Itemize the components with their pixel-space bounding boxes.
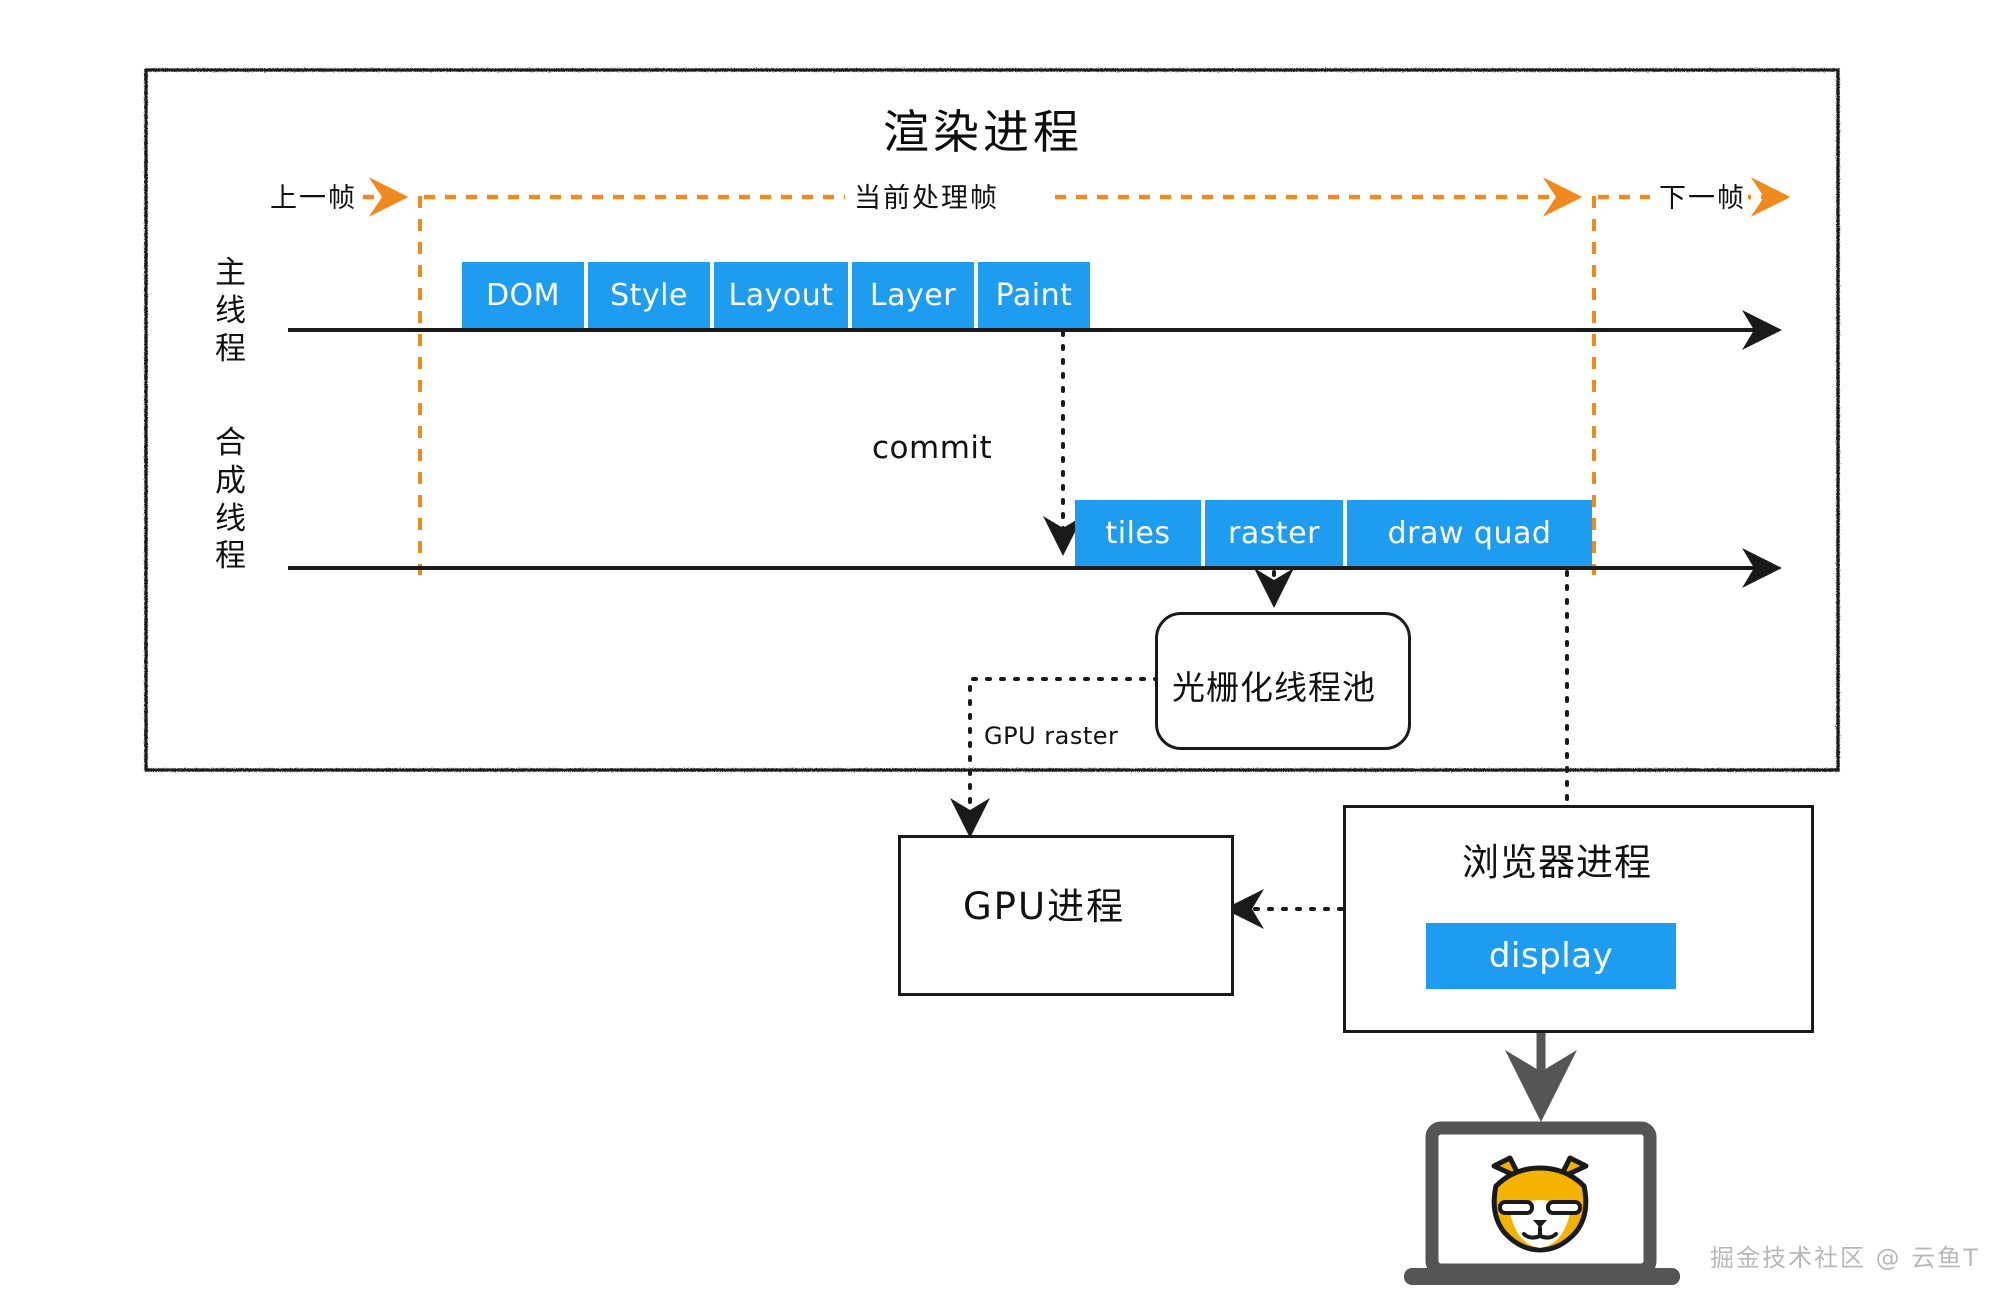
display-node[interactable]: display: [1426, 923, 1676, 989]
pipeline-step-dom[interactable]: DOM: [462, 262, 584, 328]
compositor-step-label: draw quad: [1387, 515, 1552, 551]
watermark: 掘金技术社区 @ 云鱼T: [1710, 1244, 1980, 1272]
display-label: display: [1488, 936, 1614, 976]
gpu-process-node[interactable]: GPU进程: [898, 835, 1234, 996]
render-process-frame: [144, 68, 1840, 772]
compositor-step-tiles[interactable]: tiles: [1075, 500, 1201, 566]
gpu-raster-connector: [950, 677, 1160, 838]
prev-frame-label: 上一帧: [268, 176, 359, 215]
browser-process-node[interactable]: 浏览器进程 display: [1343, 805, 1814, 1033]
browser-process-label: 浏览器进程: [1462, 841, 1652, 884]
current-frame-label: 当前处理帧: [852, 176, 1001, 215]
doge-face-icon: [1491, 1155, 1589, 1253]
gpu-process-label: GPU进程: [963, 885, 1126, 928]
laptop-icon: [1404, 1121, 1680, 1285]
pipeline-step-style[interactable]: Style: [588, 262, 710, 328]
pipeline-step-label: Paint: [995, 277, 1073, 313]
pipeline-step-label: Layer: [869, 277, 957, 313]
frame-boundary-lines: [418, 196, 1596, 575]
gpu-raster-label: GPU raster: [984, 722, 1119, 750]
compositor-step-raster[interactable]: raster: [1205, 500, 1343, 566]
pipeline-step-label: Layout: [728, 277, 834, 313]
pipeline-step-layer[interactable]: Layer: [852, 262, 974, 328]
compositor-step-label: raster: [1228, 515, 1320, 551]
pipeline-step-layout[interactable]: Layout: [714, 262, 848, 328]
main-thread-label: 主线程: [215, 255, 247, 367]
rasterization-thread-pool-node[interactable]: 光栅化线程池: [1155, 612, 1411, 750]
pipeline-step-label: DOM: [485, 277, 561, 313]
compositor-step-draw-quad[interactable]: draw quad: [1347, 500, 1592, 566]
pipeline-step-paint[interactable]: Paint: [978, 262, 1090, 328]
page-title: 渲染进程: [883, 105, 1083, 159]
next-frame-label: 下一帧: [1657, 176, 1748, 215]
compositor-step-label: tiles: [1105, 515, 1171, 551]
compositor-thread-label: 合成线程: [215, 425, 247, 575]
pipeline-step-label: Style: [610, 277, 688, 313]
commit-label: commit: [872, 430, 993, 466]
rasterization-thread-pool-label: 光栅化线程池: [1172, 668, 1376, 707]
